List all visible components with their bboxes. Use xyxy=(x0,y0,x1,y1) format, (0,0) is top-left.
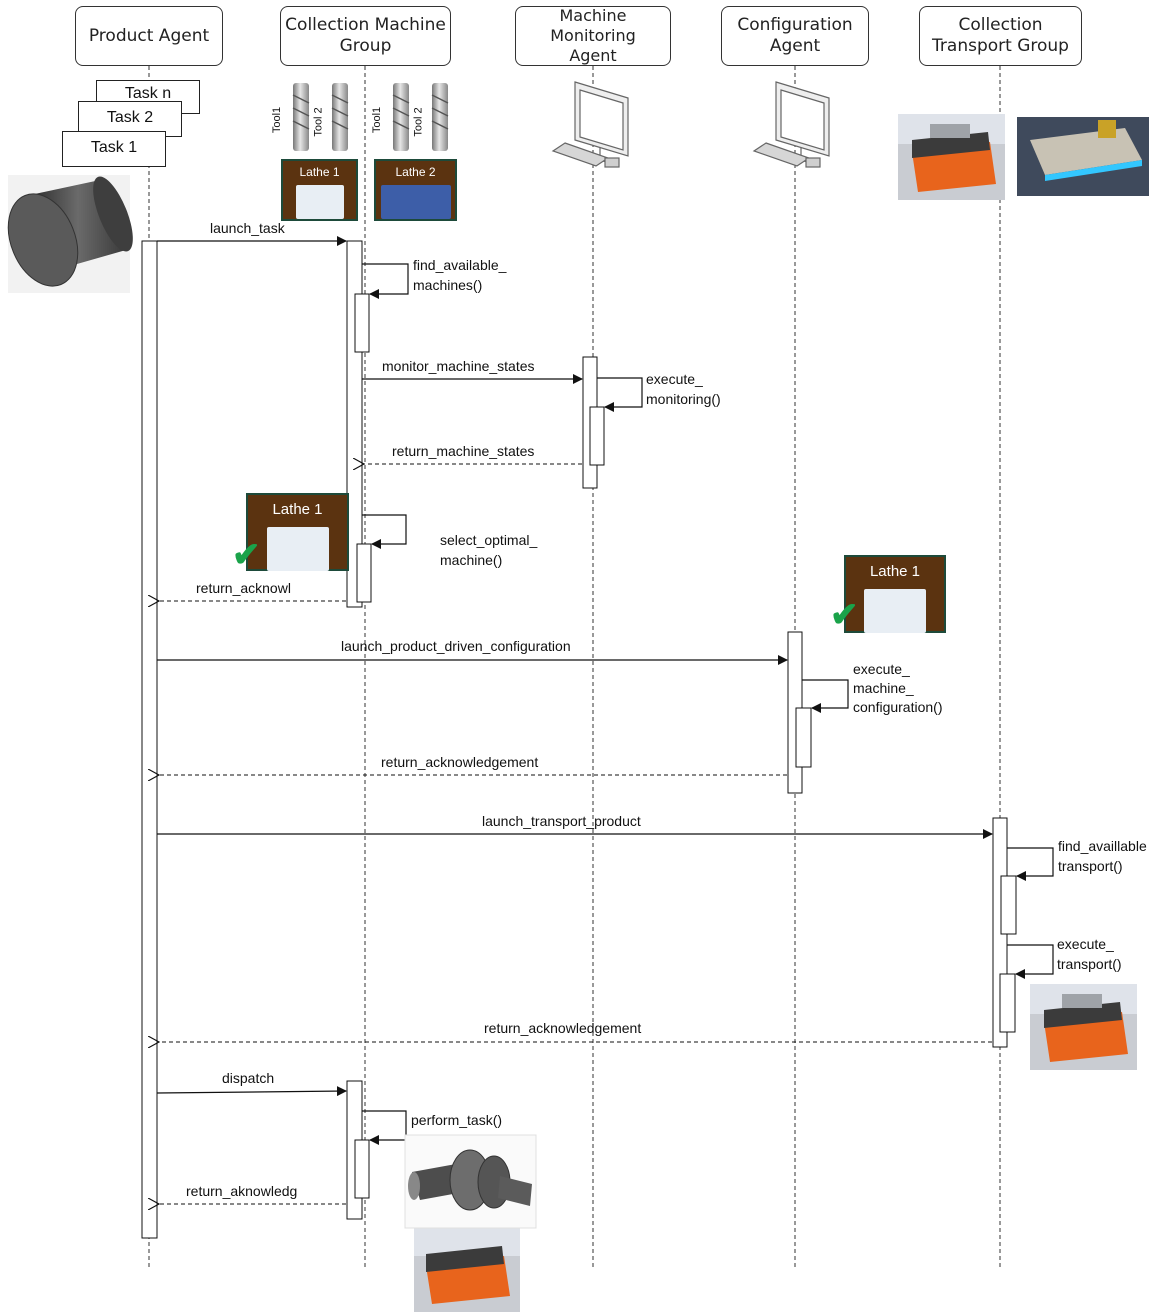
activation-mma-exec xyxy=(590,407,604,465)
agv-robot-icon xyxy=(898,114,1005,200)
task-card-1: Task 1 xyxy=(62,131,166,167)
lathe-icon xyxy=(267,527,329,571)
activation-ctg-exec xyxy=(1000,974,1015,1032)
label-find-available-machines: find_available_ machines() xyxy=(413,255,506,295)
lathe-1-label: Lathe 1 xyxy=(283,165,356,179)
configured-lathe-label: Lathe 1 xyxy=(846,563,944,580)
label-execute-transport: execute_ transport() xyxy=(1057,934,1122,974)
label-monitor-machine-states: monitor_machine_states xyxy=(382,356,535,376)
activation-cmg-perform xyxy=(355,1140,369,1198)
check-icon: ✔ xyxy=(830,598,859,632)
arrow-perform-task xyxy=(362,1111,406,1140)
computer-icon xyxy=(754,82,829,167)
selected-lathe-label: Lathe 1 xyxy=(248,501,347,518)
arrow-select-optimal-machine xyxy=(362,515,406,544)
configured-lathe-card: Lathe 1 xyxy=(844,555,946,633)
agv-robot-icon xyxy=(1017,117,1149,196)
participant-product-agent: Product Agent xyxy=(75,6,223,66)
participant-collection-transport-group: Collection Transport Group xyxy=(919,6,1082,66)
steel-cylinder-icon xyxy=(0,172,141,297)
label-return-aknowledg: return_aknowledg xyxy=(186,1181,297,1201)
lathe-2-card: Lathe 2 xyxy=(374,159,457,221)
agv-robot-icon xyxy=(1030,984,1137,1070)
activation-ctg-find xyxy=(1001,876,1016,934)
arrow-execute-monitoring xyxy=(597,378,642,407)
label-launch-transport-product: launch_transport_product xyxy=(482,811,641,831)
label-select-optimal-machine: select_optimal_ machine() xyxy=(440,530,537,570)
activation-config-exec xyxy=(796,708,811,767)
label-dispatch: dispatch xyxy=(222,1068,274,1088)
agv-robot-icon xyxy=(414,1228,520,1312)
activation-cmg-select xyxy=(357,544,371,602)
participant-collection-machine-group: Collection Machine Group xyxy=(280,6,451,66)
lathe-icon xyxy=(381,185,451,219)
activation-cmg-find xyxy=(355,294,369,352)
label-return-machine-states: return_machine_states xyxy=(392,441,534,461)
label-perform-task: perform_task() xyxy=(411,1110,502,1130)
machined-part-icon xyxy=(405,1135,536,1228)
participant-configuration-agent: Configuration Agent xyxy=(721,6,869,66)
arrow-find-available-machines xyxy=(362,264,408,294)
tool-label: Tool1 xyxy=(267,107,287,133)
tool-label: Tool 2 xyxy=(409,107,429,136)
label-launch-task: launch_task xyxy=(210,218,285,238)
label-return-acknowledgement-config: return_acknowledgement xyxy=(381,752,538,772)
arrow-find-available-transport xyxy=(1007,848,1053,876)
arrow-dispatch xyxy=(157,1091,346,1093)
label-return-acknowledgement-transport: return_acknowledgement xyxy=(484,1018,641,1038)
lathe-1-card: Lathe 1 xyxy=(281,159,358,221)
participant-machine-monitoring-agent: Machine Monitoring Agent xyxy=(515,6,671,66)
label-execute-machine-configuration: execute_ machine_ configuration() xyxy=(853,660,943,717)
selected-lathe-card: Lathe 1 xyxy=(246,493,349,571)
tool-label: Tool 2 xyxy=(309,107,329,136)
label-launch-product-driven-configuration: launch_product_driven_configuration xyxy=(341,636,571,656)
tool-label: Tool1 xyxy=(367,107,387,133)
activation-product-agent xyxy=(142,241,157,1238)
check-icon: ✔ xyxy=(232,538,261,572)
arrow-execute-transport xyxy=(1007,945,1053,974)
computer-icon xyxy=(553,82,628,167)
label-execute-monitoring: execute_ monitoring() xyxy=(646,369,721,409)
lathe-2-label: Lathe 2 xyxy=(376,165,455,179)
label-find-available-transport: find_availlable transport() xyxy=(1058,836,1147,876)
label-return-acknowl: return_acknowl xyxy=(196,578,291,598)
lathe-icon xyxy=(296,185,344,219)
arrow-execute-machine-configuration xyxy=(802,680,848,708)
lathe-icon xyxy=(864,589,926,633)
